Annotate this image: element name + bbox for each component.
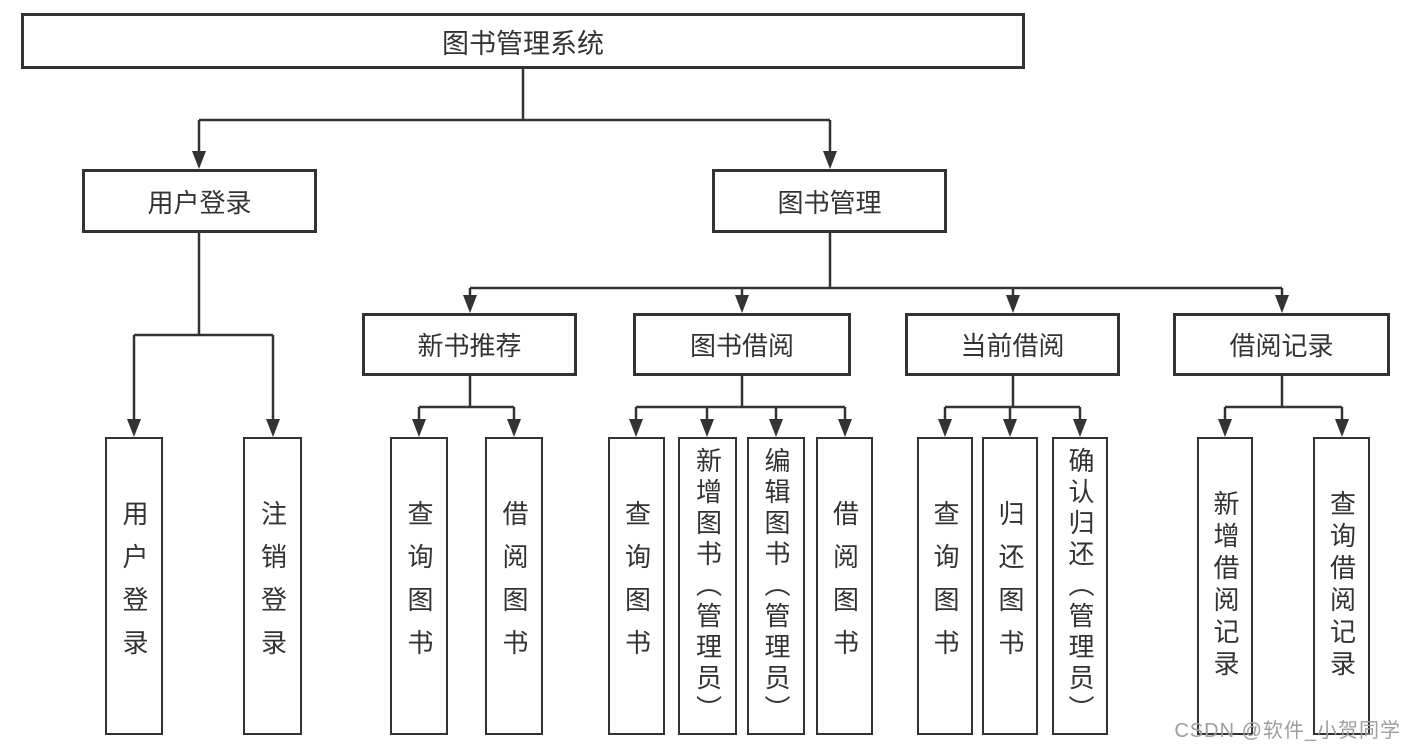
node-label: 新增图书（管理员）	[692, 446, 723, 726]
leaf-borrow-book-2: 借阅图书	[816, 437, 873, 735]
leaf-query-book-1: 查询图书	[390, 437, 448, 735]
node-label: 当前借阅	[960, 331, 1065, 361]
connector-current-borrow-to-leaves	[938, 376, 1087, 437]
connector-book-mgmt-to-level3	[463, 233, 1289, 313]
leaf-return-book: 归还图书	[982, 437, 1038, 735]
arrow-down-icon	[938, 419, 952, 437]
node-book-borrow: 图书借阅	[633, 313, 851, 376]
connector-borrow-record-to-leaves	[1218, 376, 1349, 437]
arrow-down-icon	[629, 419, 643, 437]
arrow-down-icon	[1006, 295, 1020, 313]
arrow-down-icon	[1003, 419, 1017, 437]
node-label: 查询图书	[930, 500, 960, 672]
node-label: 借阅记录	[1229, 331, 1334, 361]
node-label: 用户登录	[119, 500, 149, 672]
arrow-down-icon	[769, 419, 783, 437]
arrow-down-icon	[1275, 295, 1289, 313]
node-book-management: 图书管理	[712, 169, 947, 233]
connector-root-to-level2	[192, 69, 837, 169]
node-label: 查询借阅记录	[1326, 490, 1357, 682]
connector-user-login-to-leaves	[127, 233, 280, 437]
node-label: 查询图书	[621, 500, 652, 672]
leaf-borrow-book-1: 借阅图书	[485, 437, 543, 735]
node-label: 注销登录	[257, 500, 288, 672]
leaf-query-book-3: 查询图书	[917, 437, 973, 735]
node-borrow-record: 借阅记录	[1173, 313, 1390, 376]
node-label: 新增借阅记录	[1210, 490, 1240, 682]
leaf-add-borrow-record: 新增借阅记录	[1197, 437, 1253, 735]
arrow-down-icon	[192, 151, 206, 169]
csdn-watermark: CSDN @软件_小贺同学	[1174, 720, 1401, 742]
node-label: 编辑图书（管理员）	[761, 446, 791, 726]
node-label: 借阅图书	[499, 500, 529, 672]
leaf-edit-book-admin: 编辑图书（管理员）	[747, 437, 805, 735]
arrow-down-icon	[735, 295, 749, 313]
node-label: 借阅图书	[829, 500, 860, 672]
node-label: 新书推荐	[417, 331, 522, 361]
leaf-logout: 注销登录	[243, 437, 302, 735]
connector-new-book-rec-to-leaves	[412, 376, 521, 437]
leaf-add-book-admin: 新增图书（管理员）	[678, 437, 737, 735]
node-user-login: 用户登录	[82, 169, 317, 233]
leaf-query-book-2: 查询图书	[608, 437, 665, 735]
arrow-down-icon	[412, 419, 426, 437]
node-label: 图书管理	[777, 187, 882, 218]
node-current-borrow: 当前借阅	[905, 313, 1120, 376]
leaf-confirm-return-admin: 确认归还（管理员）	[1052, 437, 1108, 735]
arrow-down-icon	[127, 419, 141, 437]
arrow-down-icon	[1335, 419, 1349, 437]
node-label: 归还图书	[995, 500, 1025, 672]
node-label: 查询图书	[404, 500, 434, 672]
node-label: 确认归还（管理员）	[1065, 446, 1095, 726]
leaf-query-borrow-record: 查询借阅记录	[1313, 437, 1370, 735]
connector-book-borrow-to-leaves	[629, 376, 852, 437]
arrow-down-icon	[266, 419, 280, 437]
node-label: 图书借阅	[689, 331, 794, 361]
node-new-book-recommend: 新书推荐	[362, 313, 577, 376]
leaf-user-login: 用户登录	[105, 437, 163, 735]
arrow-down-icon	[700, 419, 714, 437]
arrow-down-icon	[823, 151, 837, 169]
arrow-down-icon	[463, 295, 477, 313]
arrow-down-icon	[838, 419, 852, 437]
node-label: 用户登录	[147, 187, 252, 218]
arrow-down-icon	[507, 419, 521, 437]
node-root-system: 图书管理系统	[21, 13, 1025, 69]
arrow-down-icon	[1218, 419, 1232, 437]
arrow-down-icon	[1073, 419, 1087, 437]
node-label: 图书管理系统	[442, 28, 604, 59]
